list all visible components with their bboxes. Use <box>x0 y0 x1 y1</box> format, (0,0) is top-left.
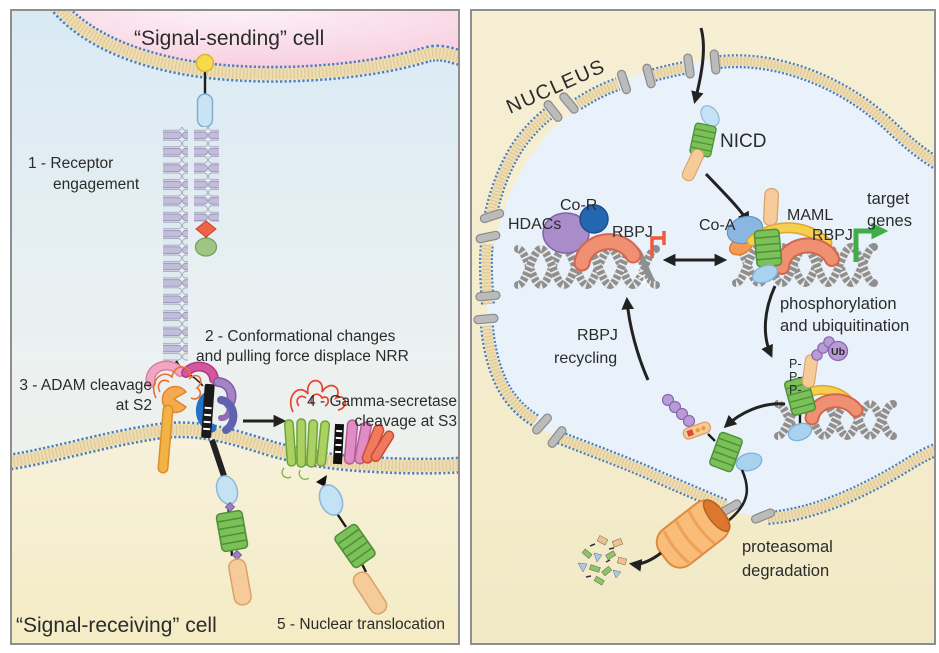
step5-label: 5 - Nuclear translocation <box>277 616 445 633</box>
ligand-green-module <box>194 237 218 257</box>
presenilin-helix <box>283 419 297 467</box>
notch-receptor-egf-repeats <box>163 127 188 361</box>
ubiquitin-unit <box>682 414 696 428</box>
phospho-label-line2: and ubiquitination <box>780 317 909 335</box>
step3-label-line2: at S2 <box>116 397 152 414</box>
right-panel: NICD HDACs Co-R RBPJ <box>471 10 935 644</box>
step1-label-line2: engagement <box>53 176 140 193</box>
ligand-dsl-domain <box>196 93 214 128</box>
co-r-label: Co-R <box>560 197 597 214</box>
step3-label-line1: 3 - ADAM cleavage <box>19 377 152 394</box>
sending-cell-label: “Signal-sending” cell <box>134 27 324 50</box>
proteasome-mouth <box>702 499 731 532</box>
gamma-secretase-complex <box>281 379 395 481</box>
rbpj-active-label: RBPJ <box>812 227 853 244</box>
ank-repeats <box>753 228 783 268</box>
step4-label-line1: 4 - Gamma-secretase <box>307 393 457 410</box>
step4-label-line2: cleavage at S3 <box>354 413 457 430</box>
rbpj-crescent-repressed <box>575 235 640 270</box>
degradation-arrow <box>628 551 662 572</box>
proteasome-label-line2: degradation <box>742 562 829 580</box>
released-nicd <box>314 475 391 618</box>
protein-fragments <box>577 535 627 586</box>
pest-domain <box>762 187 780 227</box>
exported-nicd <box>661 393 763 474</box>
hdac-blob <box>542 212 590 254</box>
presenilin-helix <box>306 419 319 468</box>
receptor-intracellular-domain <box>209 439 254 607</box>
nrr-indigo-crescent <box>217 396 238 434</box>
ram-domain-oval <box>751 264 779 284</box>
complex-to-export-arrow <box>723 402 786 429</box>
proteasome <box>655 499 731 569</box>
nicastrin-helix <box>343 419 359 465</box>
presenilin-helix <box>296 418 307 468</box>
ligand-tail <box>194 220 218 257</box>
nicd-entry-arrow <box>691 27 705 105</box>
phosphate-label-3: P- <box>789 383 802 397</box>
corepressor-blob <box>579 204 609 234</box>
right-panel-border <box>470 9 936 645</box>
phosphorylated-complex: Ub <box>774 336 897 442</box>
phosphorylation-arrow <box>761 285 777 358</box>
ligand-red-module <box>195 220 217 238</box>
transcription-blocked-glyph <box>650 231 666 258</box>
ubiquitin-tagged-circle <box>827 340 849 362</box>
step2-label-line2: and pulling force displace NRR <box>196 348 409 365</box>
nuclear-pore-cap <box>709 49 721 75</box>
ram-domain-oval <box>735 452 763 472</box>
target-genes-label-line1: target <box>867 190 910 208</box>
cleaved-tm-stub <box>316 475 327 487</box>
co-a-label: Co-A <box>699 217 736 234</box>
phospho-label-line1: phosphorylation <box>780 295 897 313</box>
receiving-cell-label: “Signal-receiving” cell <box>16 614 217 637</box>
rbpj-repressed-label: RBPJ <box>612 224 653 241</box>
rbpj-crescent-active <box>776 239 838 273</box>
ank-repeats <box>215 509 249 553</box>
export-to-proteasome-line <box>727 469 749 523</box>
ligand-anchor-dot <box>195 53 215 73</box>
s3-cleavage-bar <box>332 423 345 465</box>
s2-cleavage-bar <box>201 383 215 439</box>
nuclear-pore-cap <box>475 290 501 302</box>
ub-label: Ub <box>831 346 845 358</box>
recycling-label-line1: RBPJ <box>577 327 618 344</box>
proteasome-label-line1: proteasomal <box>742 538 833 556</box>
pest-domain-tagged <box>682 421 712 440</box>
nicd-protein <box>679 101 724 184</box>
recycling-label-line2: recycling <box>554 350 617 367</box>
phosphate-label-1: P- <box>789 357 802 371</box>
rbpj-crescent <box>806 395 862 424</box>
target-genes-label-line2: genes <box>867 212 912 230</box>
rbpj-recycling-arrow <box>621 296 650 381</box>
ligand-egf-repeats <box>194 127 219 222</box>
transcription-start-arrow <box>853 222 889 262</box>
nuclear-pore-cap <box>473 313 499 325</box>
adam-stalk <box>159 406 172 472</box>
step2-label-line1: 2 - Conformational changes <box>205 328 396 345</box>
adam-protease <box>152 366 202 474</box>
pen2-helix <box>370 430 395 463</box>
nicd-label: NICD <box>720 131 766 152</box>
left-panel: 1 - Receptor engagement 2 - Conformation… <box>11 10 459 644</box>
hdacs-label: HDACs <box>508 216 561 233</box>
maml-label: MAML <box>787 207 833 224</box>
repressor-complex <box>514 204 666 290</box>
delta-ligand <box>195 53 215 128</box>
presenilin-helix <box>316 420 331 467</box>
step1-label-line1: 1 - Receptor <box>28 155 113 172</box>
activator-complex <box>726 187 878 288</box>
phosphate-label-2: P- <box>789 370 802 384</box>
left-panel-border <box>10 9 460 645</box>
ram-domain-oval <box>787 422 813 442</box>
